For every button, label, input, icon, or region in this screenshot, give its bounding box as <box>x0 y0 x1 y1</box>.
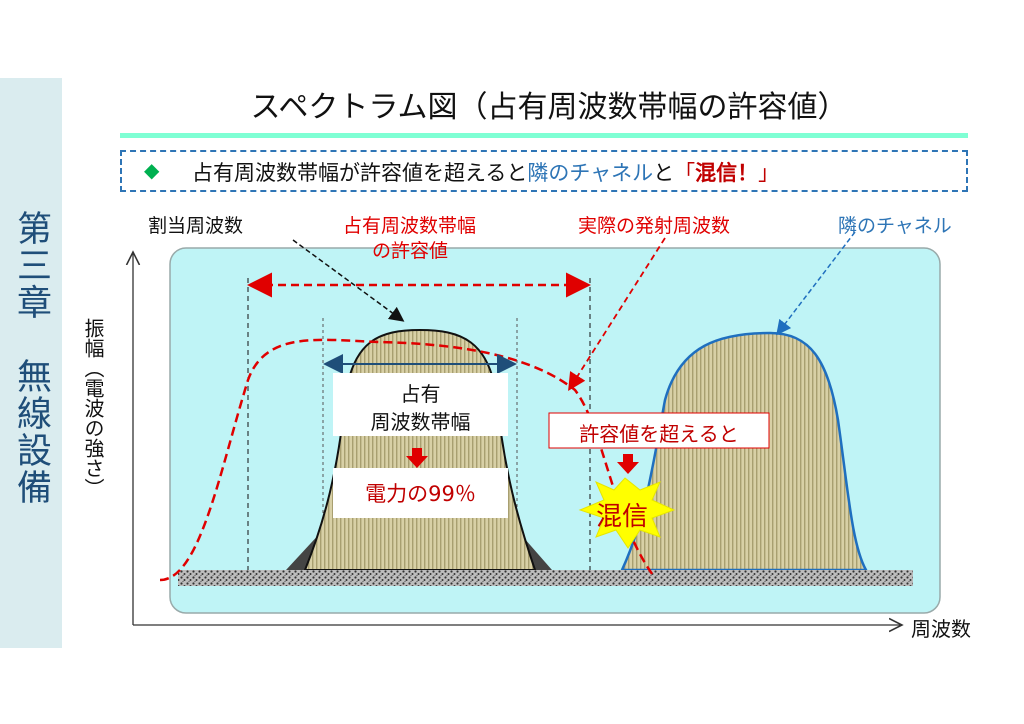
noise-floor <box>178 570 913 586</box>
chapter-title: 第三章 無線設備 <box>11 210 51 506</box>
down-arrow-icon-power <box>406 448 428 468</box>
label-actual-frequency: 実際の発射周波数 <box>578 215 731 237</box>
subtitle-part-2: と <box>653 161 675 185</box>
page-title: スペクトラム図（占有周波数帯幅の許容値） <box>250 90 848 125</box>
interference-burst-icon <box>578 477 676 549</box>
exceed-label-box <box>548 412 770 449</box>
occupied-label-box <box>333 373 508 436</box>
title-rule <box>120 133 968 138</box>
assigned-freq-pointer <box>292 239 405 322</box>
subtitle-box: ◆ 占有周波数帯幅が許容値を超えると隣のチャネルと「混信！」 <box>120 150 968 192</box>
side-bar <box>0 78 62 648</box>
x-axis-label: 周波数 <box>911 617 971 641</box>
label-occupied-line2: 周波数帯幅 <box>370 410 471 434</box>
label-adjacent-channel: 隣のチャネル <box>838 215 952 237</box>
subtitle-part-1: 占有周波数帯幅が許容値を超えると <box>192 161 528 185</box>
label-interference: 混信 <box>596 502 649 532</box>
subtitle-interference: 「混信！」 <box>674 161 779 185</box>
y-axis-label: 振幅（電波の強さ） <box>81 318 105 498</box>
interference-bold: 混信！ <box>695 161 759 185</box>
diamond-bullet-icon: ◆ <box>144 158 160 182</box>
adjacent-channel-pointer <box>776 231 856 336</box>
down-arrow-icon-exceed <box>617 454 639 474</box>
label-assigned-frequency: 割当周波数 <box>148 215 244 237</box>
label-power-99: 電力の99％ <box>365 482 476 506</box>
power-label-box <box>333 468 508 518</box>
subtitle-adjacent-channel: 隣のチャネル <box>527 161 654 185</box>
label-occupied-allowance-1: 占有周波数帯幅 <box>343 215 477 237</box>
label-exceed-allowance: 許容値を超えると <box>579 422 739 446</box>
label-occupied-line1: 占有 <box>400 382 441 406</box>
label-occupied-allowance-2: の許容値 <box>372 240 449 262</box>
quote-close: 」 <box>758 161 780 185</box>
subtitle-text: 占有周波数帯幅が許容値を超えると隣のチャネルと「混信！」 <box>192 157 779 187</box>
adjacent-channel-spectrum <box>620 331 869 572</box>
quote-open: 「 <box>674 161 696 185</box>
